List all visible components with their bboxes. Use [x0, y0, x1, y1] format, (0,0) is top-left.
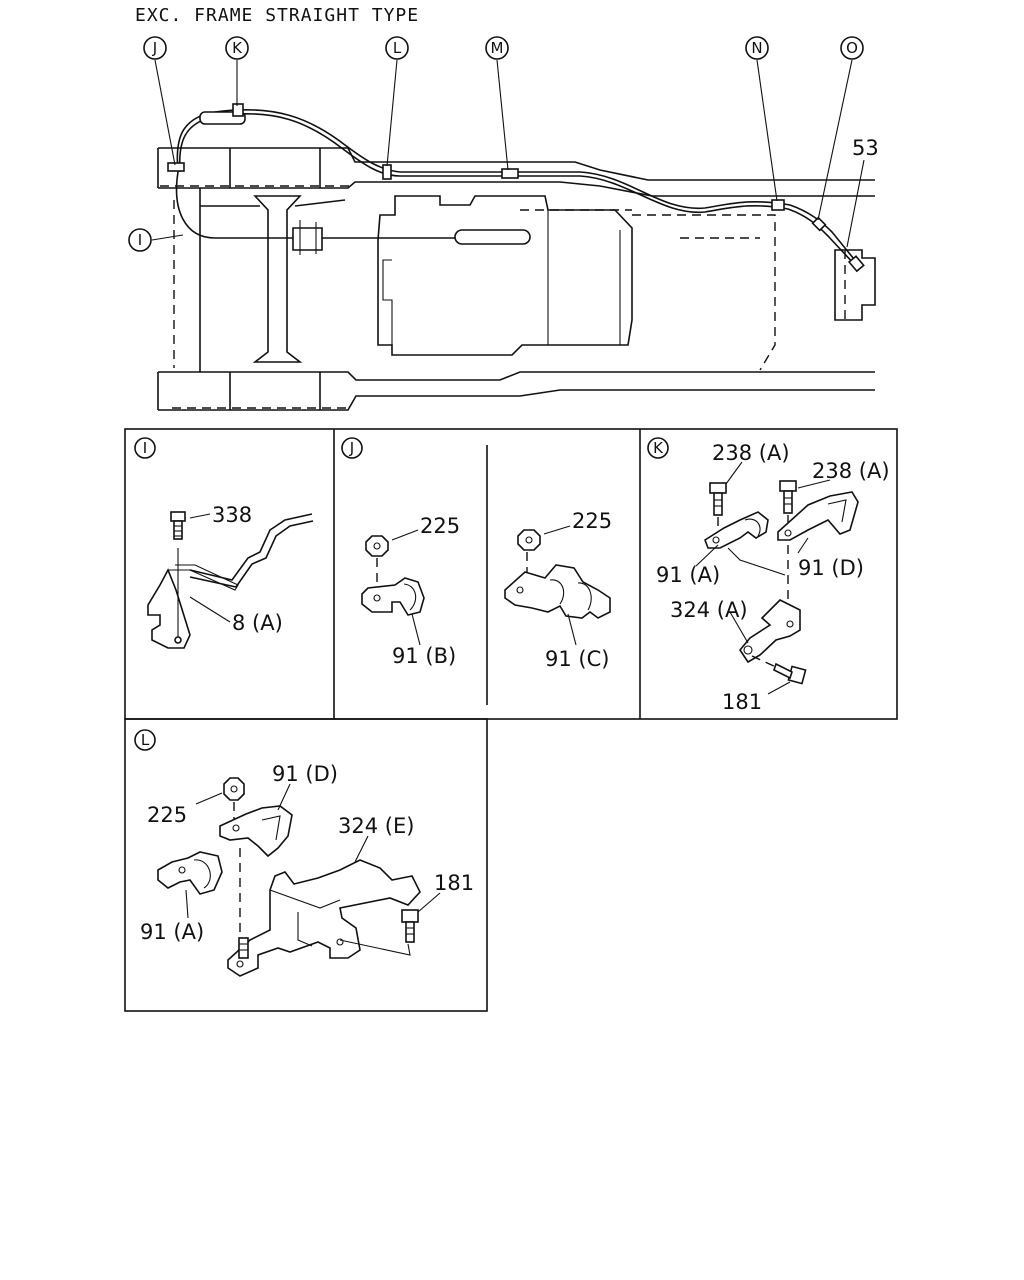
- callout-O-letter: O: [846, 39, 858, 57]
- transmission: [377, 195, 776, 371]
- detail-J-91b-label: 91 (B): [392, 644, 456, 668]
- detail-K-91d-label: 91 (D): [798, 556, 864, 580]
- chassis-overview: J K L M N O I 53: [128, 36, 879, 411]
- callout-M: M: [485, 36, 509, 60]
- detail-J: J 225 91 (B) 225 91 (C): [341, 437, 612, 671]
- main-cable-route: [167, 103, 865, 273]
- part-53-label: 53: [852, 136, 879, 160]
- detail-L-letter: L: [141, 731, 150, 749]
- detail-I-338-label: 338: [212, 503, 252, 527]
- callout-K-letter: K: [232, 39, 243, 57]
- clip-91c: [504, 564, 611, 619]
- bracket-8a: [147, 568, 191, 649]
- bolt-238a-right: [779, 480, 797, 514]
- nut-225-left: [365, 535, 389, 557]
- detail-L: L: [134, 729, 474, 977]
- detail-J-225-right-label: 225: [572, 509, 612, 533]
- detail-L-91d-label: 91 (D): [272, 762, 338, 786]
- bolt-238a-left: [709, 482, 727, 516]
- detail-K-letter: K: [653, 439, 664, 457]
- bolt-181-l: [401, 909, 419, 943]
- detail-K-181-label: 181: [722, 690, 762, 714]
- lower-frame-rail: [157, 371, 875, 411]
- detail-K-238a-right-label: 238 (A): [812, 459, 890, 483]
- detail-J-letter: J: [349, 439, 354, 457]
- detail-J-225-left-label: 225: [420, 514, 460, 538]
- detail-K-91a-label: 91 (A): [656, 563, 720, 587]
- nut-225-right: [517, 529, 541, 551]
- detail-J-91c-label: 91 (C): [545, 647, 609, 671]
- bracket-324a: [739, 599, 801, 664]
- callout-I-letter: I: [138, 231, 142, 249]
- shift-cable: [175, 171, 531, 255]
- detail-K-238a-left-label: 238 (A): [712, 441, 790, 465]
- bolt-181-k: [773, 662, 807, 685]
- detail-K: K: [647, 437, 890, 714]
- detail-K-324a-label: 324 (A): [670, 598, 748, 622]
- rear-housing: [834, 249, 876, 321]
- callout-N-letter: N: [751, 39, 762, 57]
- detail-L-225-label: 225: [147, 803, 187, 827]
- callout-O: O: [840, 36, 864, 60]
- detail-L-324e-label: 324 (E): [338, 814, 414, 838]
- stud-bolt-l: [238, 937, 249, 959]
- clip-91d-l: [219, 805, 293, 858]
- clip-91b: [361, 577, 425, 616]
- detail-I: I 338 8 (A): [134, 437, 314, 649]
- bracket-324e: [227, 859, 421, 977]
- callout-J-letter: J: [152, 39, 157, 57]
- callout-L: L: [385, 36, 409, 60]
- diagram-title: EXC. FRAME STRAIGHT TYPE: [135, 5, 419, 26]
- detail-panel-frames: [124, 428, 898, 1012]
- callout-M-letter: M: [491, 39, 504, 57]
- callout-J: J: [143, 36, 167, 60]
- callout-I: I: [128, 228, 152, 252]
- detail-L-91a-label: 91 (A): [140, 920, 204, 944]
- callout-leaders: [151, 59, 865, 248]
- detail-I-letter: I: [143, 439, 147, 457]
- clip-91a-l: [157, 851, 223, 895]
- detail-L-181-label: 181: [434, 871, 474, 895]
- callout-L-letter: L: [393, 39, 402, 57]
- bolt-338: [170, 511, 186, 540]
- callout-N: N: [745, 36, 769, 60]
- detail-I-8a-label: 8 (A): [232, 611, 283, 635]
- nut-225-l: [223, 777, 245, 801]
- clip-91a: [704, 511, 769, 549]
- cross-member: [173, 188, 346, 372]
- clip-91d: [777, 491, 859, 541]
- callout-K: K: [225, 36, 249, 60]
